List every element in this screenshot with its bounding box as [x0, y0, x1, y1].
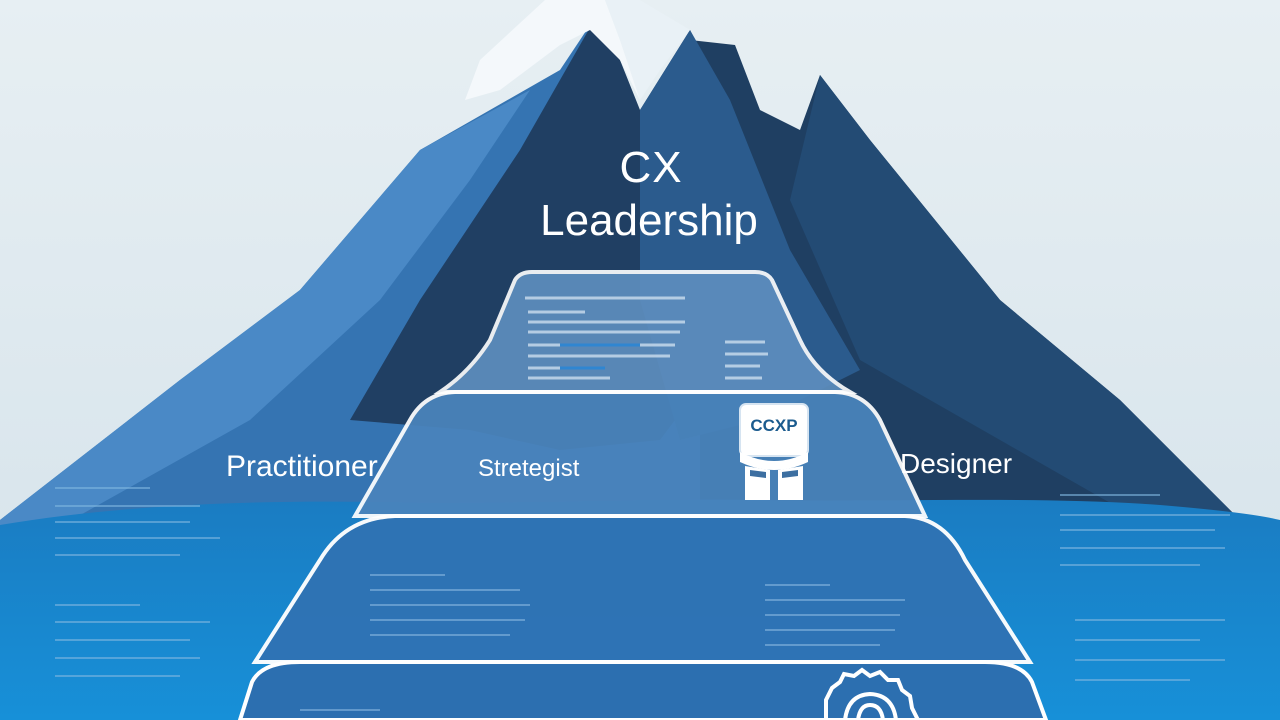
- gear-icon: [824, 667, 920, 720]
- snow-cap: [465, 0, 640, 100]
- label-designer: Designer: [900, 448, 1013, 479]
- badge-icon: [739, 403, 809, 500]
- mountain-right-facet: [790, 75, 1280, 600]
- mountain-left-face: [0, 90, 530, 560]
- tier-1-text-highlight: [560, 343, 640, 370]
- title-line-1: CX: [619, 143, 683, 192]
- badge-label: CCXP: [750, 416, 798, 435]
- title-line-2: Leadership: [540, 196, 758, 245]
- label-practitioner: Practitioner: [226, 450, 378, 483]
- tier-3-text-lines: [370, 574, 905, 646]
- tier-2: [351, 390, 929, 518]
- label-strategist: Stretegist: [478, 455, 580, 482]
- water-text-lines-right: [1060, 494, 1230, 681]
- snow-cap-right: [605, 0, 690, 100]
- water-text-lines-left: [55, 487, 220, 677]
- tier-4-base: [237, 660, 1049, 720]
